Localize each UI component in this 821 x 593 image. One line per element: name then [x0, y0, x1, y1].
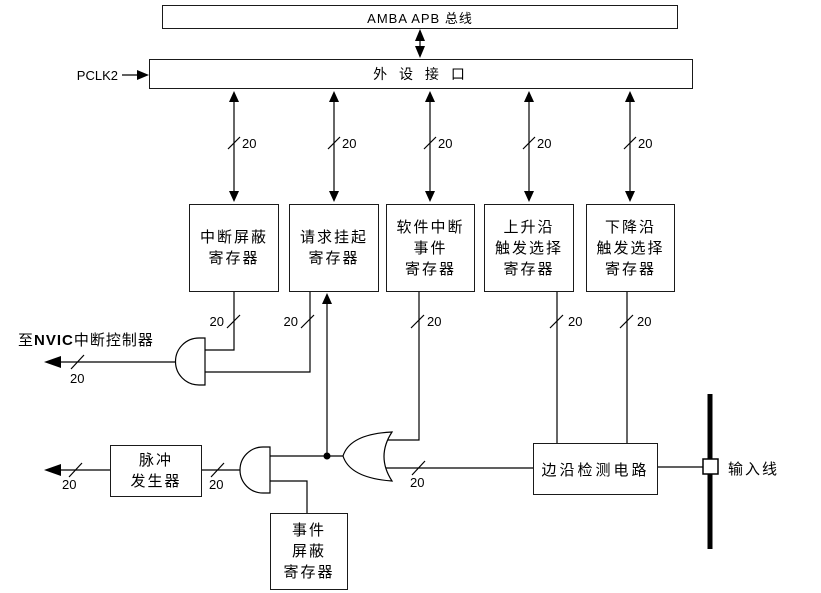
and-gate-nvic-icon [174, 337, 206, 386]
pclk2-arrow-icon [122, 70, 149, 80]
bus-slash-icon [300, 314, 315, 329]
bus-width-label: 20 [283, 314, 298, 329]
edge-detect-circuit-box: 边沿检测电路 [533, 443, 658, 495]
bus-width-label: 20 [62, 477, 77, 492]
bus-arrow-icon [623, 91, 637, 202]
bus-width-label: 20 [70, 371, 85, 386]
bus-arrow-icon [227, 91, 241, 202]
event-mask-register-label: 事件 屏蔽 寄存器 [283, 522, 335, 581]
nvic-label-suffix: 中断控制器 [73, 332, 154, 349]
amba-perif-bus-arrow-icon [415, 29, 425, 58]
bus-width-label: 20 [427, 314, 442, 329]
pulse-generator-label: 脉冲 发生器 [130, 452, 182, 490]
interrupt-mask-register-box: 中断屏蔽 寄存器 [189, 204, 279, 292]
bus-arrow-icon [522, 91, 536, 202]
bus-width-label: 20 [537, 136, 552, 151]
input-line-label: 输入线 [728, 461, 780, 478]
edge-detect-circuit-label: 边沿检测电路 [541, 461, 650, 479]
bus-width-label: 20 [209, 477, 224, 492]
mask-to-and-wire [205, 292, 235, 351]
bus-width-label: 20 [438, 136, 453, 151]
rising-edge-trigger-register-label: 上升沿 触发选择 寄存器 [494, 218, 563, 278]
bus-width-label: 20 [342, 136, 357, 151]
bus-width-label: 20 [242, 136, 257, 151]
or-gate-icon [342, 431, 394, 482]
pclk2-label: PCLK2 [76, 68, 118, 83]
bus-slash-icon [410, 314, 425, 329]
rising-edge-trigger-register-box: 上升沿 触发选择 寄存器 [484, 204, 574, 292]
bus-width-label: 20 [410, 475, 425, 490]
nvic-output-arrow-icon [44, 354, 175, 370]
bus-slash-icon [411, 460, 426, 476]
register-bus-arrows [227, 91, 637, 202]
bus-arrow-icon [423, 91, 437, 202]
bus-width-label: 20 [209, 314, 224, 329]
falling-edge-trigger-register-box: 下降沿 触发选择 寄存器 [586, 204, 675, 292]
amba-apb-bus-label: AMBA APB 总线 [367, 10, 473, 26]
pending-to-and-wire [205, 292, 311, 373]
nvic-label-bold: NVIC [34, 332, 74, 349]
request-pending-register-box: 请求挂起 寄存器 [289, 204, 379, 292]
bus-width-label: 20 [638, 136, 653, 151]
interrupt-mask-register-label: 中断屏蔽 寄存器 [199, 229, 268, 267]
input-connector-square-icon [702, 458, 719, 475]
peripheral-interface-label: 外 设 接 口 [373, 66, 469, 82]
bus-arrow-icon [327, 91, 341, 202]
bus-width-label: 20 [568, 314, 583, 329]
bus-slash-icon [226, 314, 241, 329]
request-pending-register-label: 请求挂起 寄存器 [299, 229, 368, 267]
or-to-pending-wire [322, 293, 332, 456]
wire-junction-dot-icon [323, 452, 331, 460]
nvic-label-prefix: 至 [18, 332, 35, 349]
pulse-generator-box: 脉冲 发生器 [110, 445, 202, 497]
falling-edge-trigger-register-label: 下降沿 触发选择 寄存器 [596, 218, 665, 278]
bus-slash-icon [210, 462, 225, 478]
software-interrupt-event-register-box: 软件中断 事件 寄存器 [386, 204, 475, 292]
pulse-output-arrow-icon [44, 462, 110, 478]
swier-to-or-wire [387, 292, 420, 441]
software-interrupt-event-register-label: 软件中断 事件 寄存器 [396, 218, 465, 278]
and-gate-event-icon [239, 446, 271, 494]
bus-slash-icon [619, 314, 634, 329]
eventmask-to-and-wire [270, 480, 308, 513]
bus-slash-icon [549, 314, 564, 329]
peripheral-interface-box: 外 设 接 口 [149, 59, 693, 89]
nvic-output-label: 至NVIC中断控制器 [18, 329, 154, 350]
bus-width-label: 20 [637, 314, 652, 329]
amba-apb-bus-box: AMBA APB 总线 [162, 5, 678, 29]
event-mask-register-box: 事件 屏蔽 寄存器 [270, 513, 348, 590]
